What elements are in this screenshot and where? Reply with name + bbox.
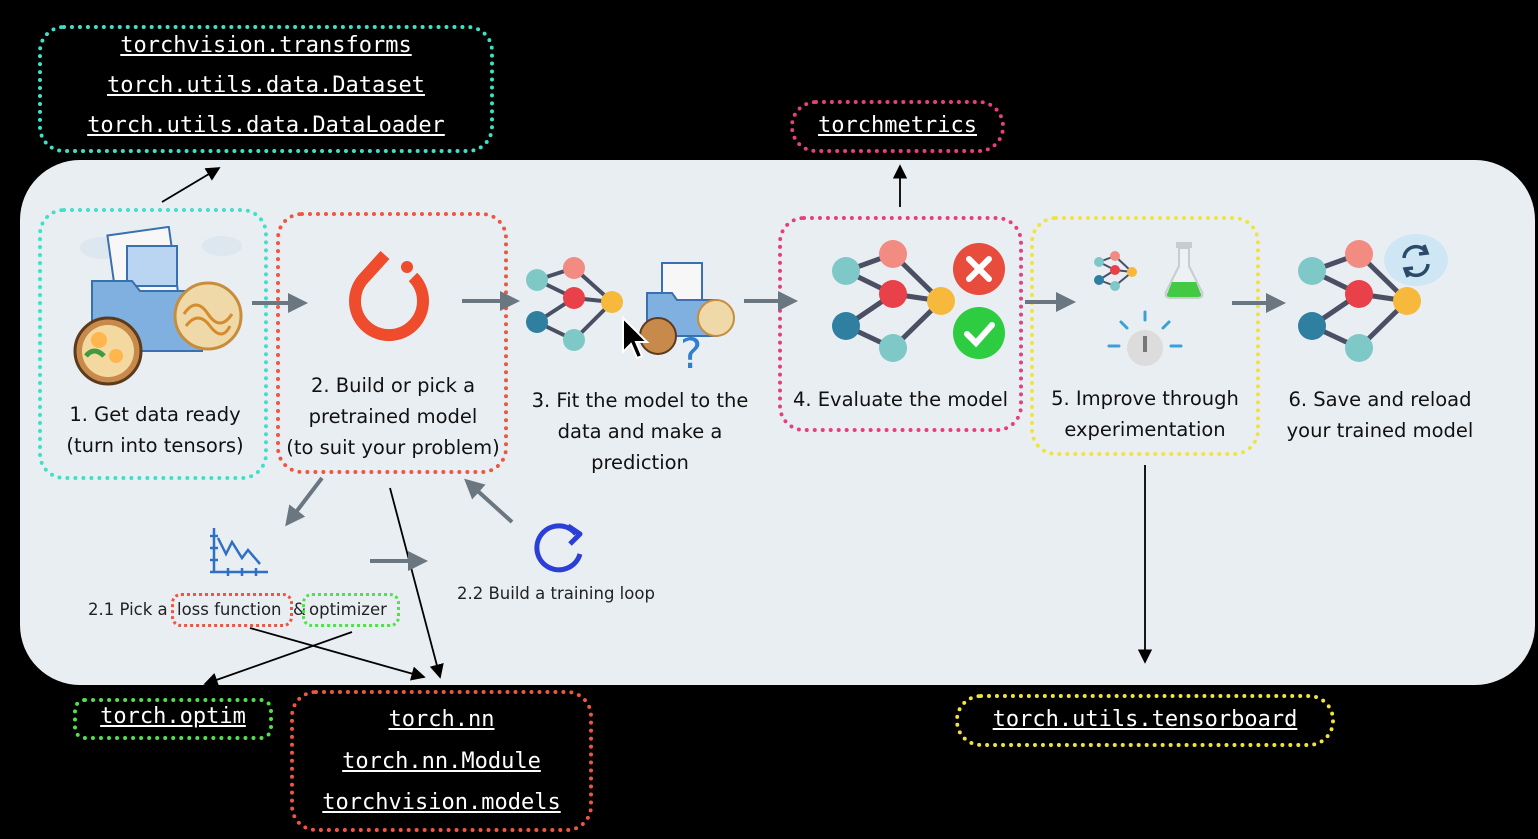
optimizer-label[interactable]: optimizer — [309, 600, 387, 619]
lightbulb-icon — [1107, 310, 1183, 366]
arrow-optimizer-to-optim — [203, 631, 353, 687]
step5-box — [1030, 216, 1260, 456]
neural-network-icon — [526, 257, 623, 351]
module-torch-utils-data-dataset[interactable]: torch.utils.data.Dataset — [107, 73, 425, 98]
training-loop-label: 2.2 Build a training loop — [457, 584, 655, 603]
loss-function-box — [171, 593, 293, 627]
step4-label: 4. Evaluate the model — [792, 388, 1009, 411]
step1-box — [38, 208, 268, 480]
small-data-folder-icon: ? — [639, 262, 735, 373]
torch-optim-link[interactable]: torch.optim — [100, 704, 246, 729]
torch-nn-box — [290, 690, 593, 832]
module-torchvision-transforms[interactable]: torchvision.transforms — [120, 33, 412, 58]
torchmetrics-link[interactable]: torchmetrics — [818, 113, 977, 138]
food-bowl-icon — [73, 316, 143, 386]
loop-arrow-icon — [534, 523, 583, 573]
torchmetrics-box — [790, 100, 1005, 153]
arrow-loss-to-nn — [249, 627, 426, 681]
optimizer-box — [302, 593, 400, 627]
tensorboard-link[interactable]: torch.utils.tensorboard — [992, 707, 1298, 732]
module-torch-nn[interactable]: torch.nn — [388, 707, 495, 732]
tensorboard-box — [955, 694, 1335, 747]
check-icon — [953, 307, 1005, 359]
step2-box — [276, 212, 508, 474]
module-torch-nn-module[interactable]: torch.nn.Module — [342, 748, 541, 774]
torch-optim-box — [73, 698, 273, 740]
pick-prefix: 2.1 Pick a — [88, 600, 168, 619]
module-torch-utils-data-dataloader[interactable]: torch.utils.data.DataLoader — [87, 113, 445, 138]
arrow-model-to-nn — [389, 487, 444, 679]
flask-icon — [1164, 242, 1204, 299]
saved-network-icon — [1298, 240, 1421, 362]
step4-box — [778, 216, 1023, 432]
evaluate-network-icon — [832, 240, 955, 362]
arrow-to-data-modules — [161, 167, 221, 203]
step1-label: 1. Get data ready(turn into tensors) — [66, 403, 244, 457]
small-network-icon — [1094, 251, 1137, 291]
module-torchvision-models[interactable]: torchvision.models — [322, 790, 561, 815]
data-modules-text: torchvision.transforms torch.utils.data.… — [38, 26, 494, 146]
workflow-panel — [20, 160, 1535, 685]
data-modules-box — [38, 25, 494, 153]
torch-nn-text: torch.nn torch.nn.Module torchvision.mod… — [290, 699, 593, 824]
pytorch-logo-icon — [349, 250, 429, 341]
refresh-icon — [1384, 234, 1448, 286]
loss-function-label[interactable]: loss function — [177, 600, 282, 619]
flow-arrow-to-loss — [285, 476, 324, 527]
mouse-cursor-icon — [622, 316, 650, 360]
question-mark-icon: ? — [680, 329, 702, 373]
data-folder-icon — [73, 226, 243, 386]
cross-icon — [953, 243, 1005, 295]
flow-arrow-loop-to-model — [464, 478, 514, 524]
loss-chart-icon — [210, 528, 268, 576]
